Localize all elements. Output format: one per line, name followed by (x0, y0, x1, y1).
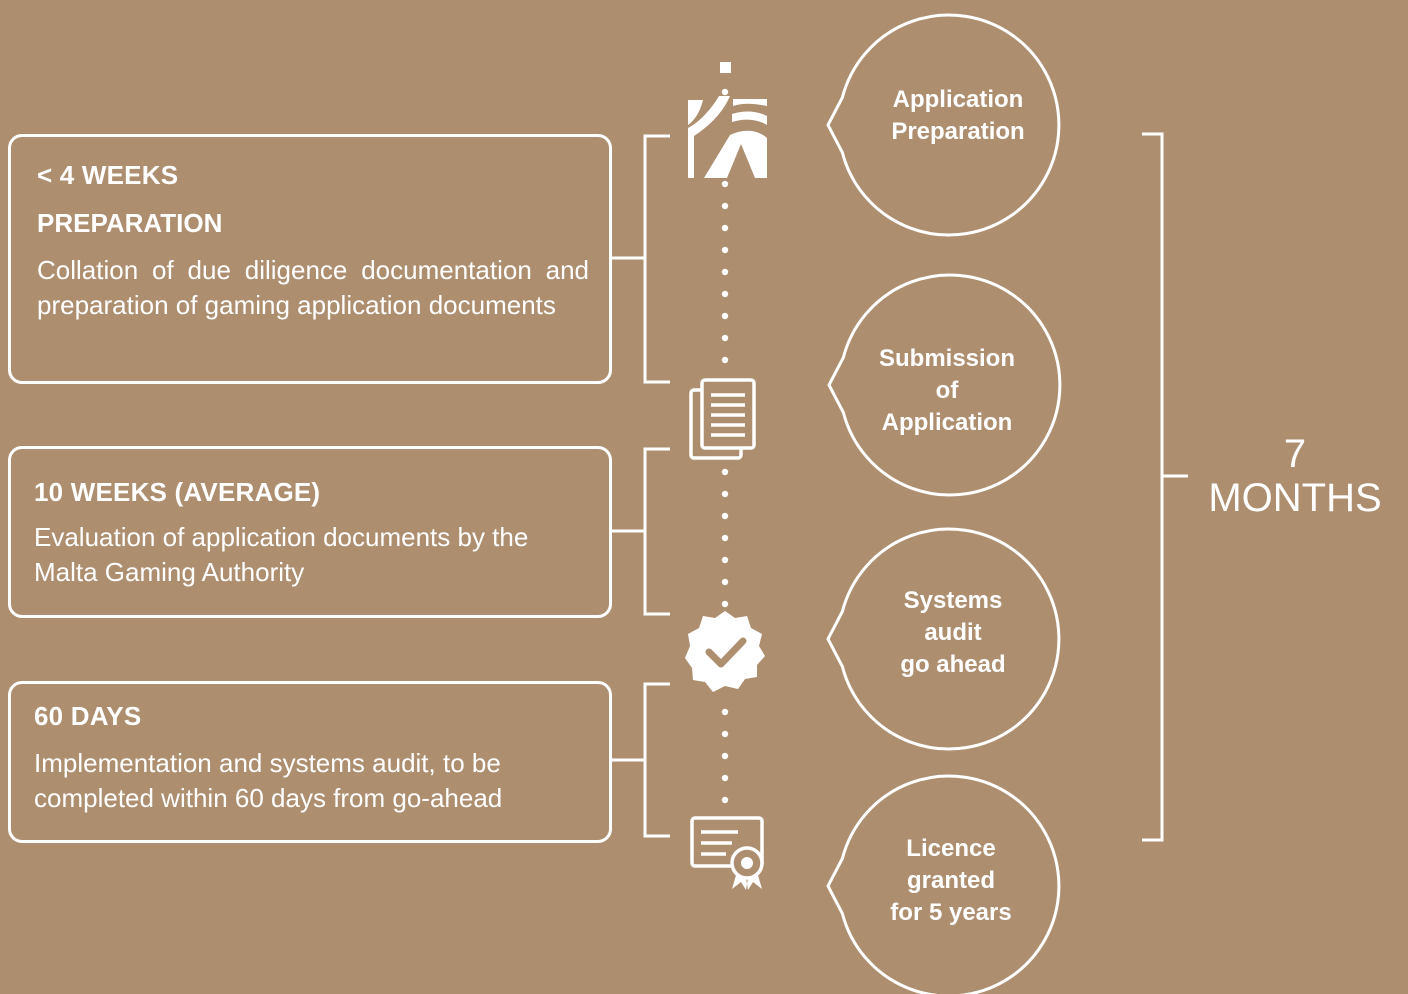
step-3-bracket (611, 682, 670, 838)
verified-check-badge-icon (685, 611, 765, 692)
total-duration-number: 7 (1283, 432, 1307, 476)
step-1-bracket (611, 134, 670, 384)
milestone-label-line: Licence (906, 835, 996, 862)
milestone-label-line: of (935, 377, 959, 404)
milestone-label-submission: Submission of Application (847, 343, 1047, 439)
milestone-label-application-preparation: Application Preparation (858, 84, 1058, 148)
total-duration-unit: MONTHS (1208, 476, 1382, 520)
milestone-label-line: granted (906, 867, 995, 894)
milestone-label-line: audit (924, 619, 982, 646)
step-title: PREPARATION (37, 208, 223, 238)
milestone-label-line: Application (892, 86, 1024, 113)
timeline-dots (720, 62, 731, 804)
milestone-label-licence-granted: Licence granted for 5 years (851, 833, 1051, 929)
step-description: Collation of due diligence documentation… (37, 255, 589, 320)
milestone-label-line: Preparation (891, 118, 1025, 145)
milestone-label-line: Submission (878, 345, 1016, 372)
documents-icon (689, 378, 756, 460)
step-duration: 10 WEEKS (AVERAGE) (34, 477, 321, 507)
step-description: Implementation and systems audit, to be … (34, 748, 503, 813)
step-duration: < 4 WEEKS (37, 160, 179, 190)
step-box-preparation: < 4 WEEKS PREPARATION Collation of due d… (8, 134, 612, 384)
step-2-bracket (611, 447, 670, 616)
milestone-bubble-4 (826, 774, 1061, 994)
total-duration-bracket (1142, 132, 1188, 842)
milestone-label-systems-audit: Systems audit go ahead (853, 585, 1053, 681)
milestone-label-line: for 5 years (890, 899, 1012, 926)
milestone-bubble-1 (826, 13, 1061, 237)
step-duration: 60 DAYS (34, 701, 142, 731)
malta-gaming-authority-logo-icon (688, 96, 767, 178)
milestone-label-line: go ahead (900, 651, 1006, 678)
milestone-bubble-3 (826, 527, 1061, 751)
total-duration-label: 7 MONTHS (1190, 432, 1400, 520)
certificate-award-icon (690, 816, 764, 890)
milestone-bubble-2 (827, 273, 1062, 497)
milestone-label-line: Application (881, 409, 1013, 436)
step-box-implementation: 60 DAYS Implementation and systems audit… (8, 681, 612, 843)
milestone-label-line: Systems (903, 587, 1003, 614)
step-box-evaluation: 10 WEEKS (AVERAGE) Evaluation of applica… (8, 446, 612, 618)
step-description: Evaluation of application documents by t… (34, 522, 529, 587)
